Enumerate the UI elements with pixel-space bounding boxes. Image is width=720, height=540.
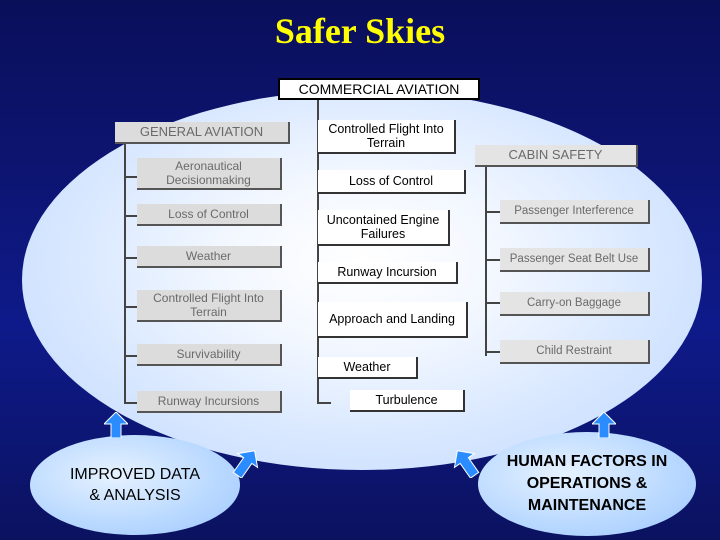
improved-data-circle: IMPROVED DATA & ANALYSIS: [30, 435, 240, 535]
diagonal-arrow-icon: [232, 450, 259, 478]
up-arrow-icon: [592, 412, 616, 438]
ga-connector-branch: [124, 257, 138, 259]
ca-connector-branch: [317, 402, 331, 404]
ca-item-uncontained-engine-failures: Uncontained Engine Failures: [318, 210, 450, 246]
ga-item-runway-incursions: Runway Incursions: [137, 391, 282, 413]
cs-connector-line: [485, 160, 487, 356]
cs-connector-branch: [485, 259, 501, 261]
ca-item-cfit: Controlled Flight Into Terrain: [318, 120, 456, 154]
cs-item-carry-on-baggage: Carry-on Baggage: [500, 292, 650, 316]
ga-item-survivability: Survivability: [137, 344, 282, 366]
diagonal-arrow-icon: [453, 450, 480, 478]
cs-item-passenger-seat-belt-use: Passenger Seat Belt Use: [500, 248, 650, 272]
ca-item-runway-incursion: Runway Incursion: [318, 262, 458, 284]
cs-item-passenger-interference: Passenger Interference: [500, 200, 650, 224]
ca-item-turbulence: Turbulence: [350, 390, 465, 412]
ga-connector-line: [124, 142, 126, 404]
ca-item-approach-and-landing: Approach and Landing: [318, 302, 468, 338]
human-factors-circle: HUMAN FACTORS IN OPERATIONS & MAINTENANC…: [478, 432, 696, 536]
ga-connector-branch: [124, 176, 138, 178]
ga-item-weather: Weather: [137, 246, 282, 268]
cs-connector-branch: [485, 302, 501, 304]
cabin-safety-header: CABIN SAFETY: [475, 145, 638, 167]
ga-item-loss-of-control: Loss of Control: [137, 204, 282, 226]
ca-item-weather: Weather: [318, 357, 418, 379]
ca-connector-line: [317, 100, 319, 404]
human-factors-label: HUMAN FACTORS IN OPERATIONS & MAINTENANC…: [506, 453, 668, 514]
general-aviation-header: GENERAL AVIATION: [115, 122, 290, 144]
ga-connector-branch: [124, 306, 138, 308]
commercial-aviation-header: COMMERCIAL AVIATION: [278, 78, 480, 100]
up-arrow-icon: [104, 412, 128, 438]
cs-connector-branch: [485, 211, 501, 213]
ga-item-cfit: Controlled Flight Into Terrain: [137, 290, 282, 322]
page-title: Safer Skies: [274, 11, 446, 51]
cs-connector-branch: [485, 351, 501, 353]
ga-connector-branch: [124, 355, 138, 357]
ca-item-loss-of-control: Loss of Control: [318, 170, 466, 194]
cs-item-child-restraint: Child Restraint: [500, 340, 650, 364]
ga-connector-branch: [124, 402, 138, 404]
ga-item-aeronautical-decisionmaking: Aeronautical Decisionmaking: [137, 158, 282, 190]
ga-connector-branch: [124, 215, 138, 217]
improved-data-label: IMPROVED DATA & ANALYSIS: [69, 466, 201, 504]
